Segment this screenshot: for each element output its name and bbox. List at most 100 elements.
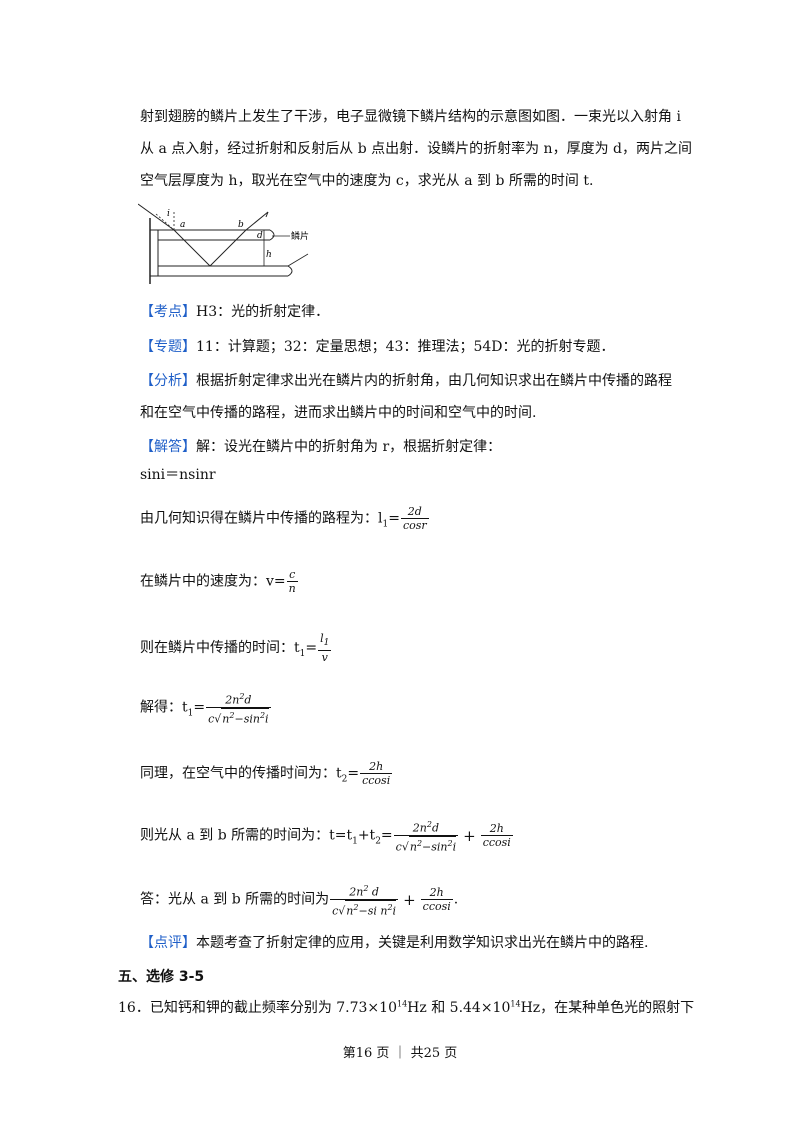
solve-sub: 1 [187,708,194,719]
solve-num-tail: d [244,693,252,707]
solve-den-c: c [208,712,215,726]
zhuanti-line: 【专题】11：计算题；32：定量思想；43：推理法；54D：光的折射专题． [140,336,614,356]
q16-sup2: 14 [510,999,521,1009]
total-den-rad: n [409,840,417,854]
kaodian-tag: 【考点】 [140,304,196,320]
jieda-line: 【解答】解：设光在鳞片中的折射角为 r，根据折射定律： [140,436,501,456]
fenxi-text-1: 根据折射定律求出光在鳞片内的折射角，由几何知识求出在鳞片中传播的路程 [196,373,672,389]
question-16: 16．已知钙和钾的截止频率分别为 7.73×1014Hz 和 5.44×1014… [118,997,694,1017]
total-den-rad-tail: i [452,840,457,854]
total-den2: ccosi [482,836,511,850]
snell-law: sini＝nsinr [140,467,216,483]
jieda-tag: 【解答】 [140,439,196,455]
answer-den-rad: n [346,904,354,918]
q16-mid: Hz 和 5.44×10 [407,1000,511,1016]
answer-num2: 2h [420,886,453,901]
solve-den-rad-sup2: 2 [259,710,266,720]
time1-num: l [320,632,324,645]
answer-den-rad-mid: −si n [358,904,388,918]
answer-den-rad-sup: 2 [353,902,359,912]
speed-num: c [286,568,298,582]
path-num: 2d [400,505,429,519]
total-num: 2n [412,821,427,835]
scale-structure-diagram: i a b d h 鳞片 [138,203,309,284]
fenxi-tag: 【分析】 [140,373,196,389]
answer-den-rad-tail: i [392,904,397,918]
answer-den-rad-sup2: 2 [387,902,393,912]
figure-label-h: h [266,250,272,260]
section-heading: 五、选修 3-5 [118,969,205,985]
path-den: cosr [402,519,427,532]
time1-sub: 1 [299,648,306,659]
q16-prefix: 16．已知钙和钾的截止频率分别为 7.73×10 [118,1000,397,1016]
air-sub: 2 [341,774,348,785]
total-prefix: 则光从 a 到 b 所需的时间为：t=t [140,827,353,844]
zhuanti-tag: 【专题】 [140,339,196,355]
total-den-c: c [395,840,402,854]
jieda-text: 解：设光在鳞片中的折射角为 r，根据折射定律： [196,439,502,455]
dianping-tag: 【点评】 [140,935,196,951]
answer-num-tail: d [368,885,379,899]
answer-den2: ccosi [422,900,451,914]
intro-line-3: 空气层厚度为 h，取光在空气中的速度为 c，求光从 a 到 b 所需的时间 t. [140,173,594,189]
solve-den-rad-sup: 2 [229,710,235,720]
total-sub2: 2 [375,836,381,847]
air-num: 2h [360,760,393,774]
q16-tail: Hz，在某种单色光的照射下 [520,1000,695,1016]
air-den: ccosi [362,774,391,787]
answer-plus: + [403,890,416,909]
kaodian-text: H3：光的折射定律． [196,304,330,320]
path-sub: 1 [382,519,389,530]
time1-num-sub: 1 [323,638,330,649]
air-prefix: 同理，在空气中的传播时间为：t [140,765,342,782]
figure-label-a: a [180,220,185,230]
total-num-sup: 2 [426,820,432,829]
solve-num: 2n [225,693,240,707]
solve-den-rad-mid: −sin [234,712,260,726]
solve-den-rad-tail: i [265,712,269,726]
fenxi-line-2: 和在空气中传播的路程，进而求出鳞片中的时间和空气中的时间. [140,405,537,421]
q16-sup1: 14 [396,999,408,1009]
time1-fraction: l1 v [318,632,332,665]
solve-eq: = [193,699,206,716]
answer-den-c: c [332,904,339,918]
answer-num-sup: 2 [363,884,369,893]
total-eq: = [380,827,393,844]
dianping-line: 【点评】本题考查了折射定律的应用，关键是利用数学知识求出光在鳞片中的路程. [140,932,648,952]
air-eq: = [347,765,360,782]
total-den-rad-sup: 2 [416,838,423,848]
figure-label-d: d [257,231,263,241]
path-eq: = [388,510,400,527]
answer-prefix: 答：光从 a 到 b 所需的时间为 [140,891,330,908]
total-den-rad-sup2: 2 [447,838,453,848]
path-prefix: 由几何知识得在鳞片中传播的路程为：l [140,510,383,527]
time1-prefix: 则在鳞片中传播的时间：t [140,640,300,657]
figure-label-scale: 鳞片 [291,230,309,242]
total-den-rad-mid: −sin [422,840,448,854]
intro-line-2: 从 a 点入射，经过折射和反射后从 b 点出射．设鳞片的折射率为 n，厚度为 d… [140,141,692,157]
solve-num-sup: 2 [239,692,245,701]
figure-label-i: i [167,209,170,219]
time1-den: v [321,651,328,665]
speed-den: n [288,582,296,595]
answer-end: . [453,891,459,908]
answer-num: 2n [349,885,364,899]
kaodian-line: 【考点】H3：光的折射定律． [140,301,329,321]
zhuanti-text: 11：计算题；32：定量思想；43：推理法；54D：光的折射专题． [196,339,615,355]
page-footer: 第16 页 ｜ 共25 页 [342,1046,458,1061]
dianping-text: 本题考查了折射定律的应用，关键是利用数学知识求出光在鳞片中的路程. [196,935,649,951]
time1-eq: = [305,640,318,657]
